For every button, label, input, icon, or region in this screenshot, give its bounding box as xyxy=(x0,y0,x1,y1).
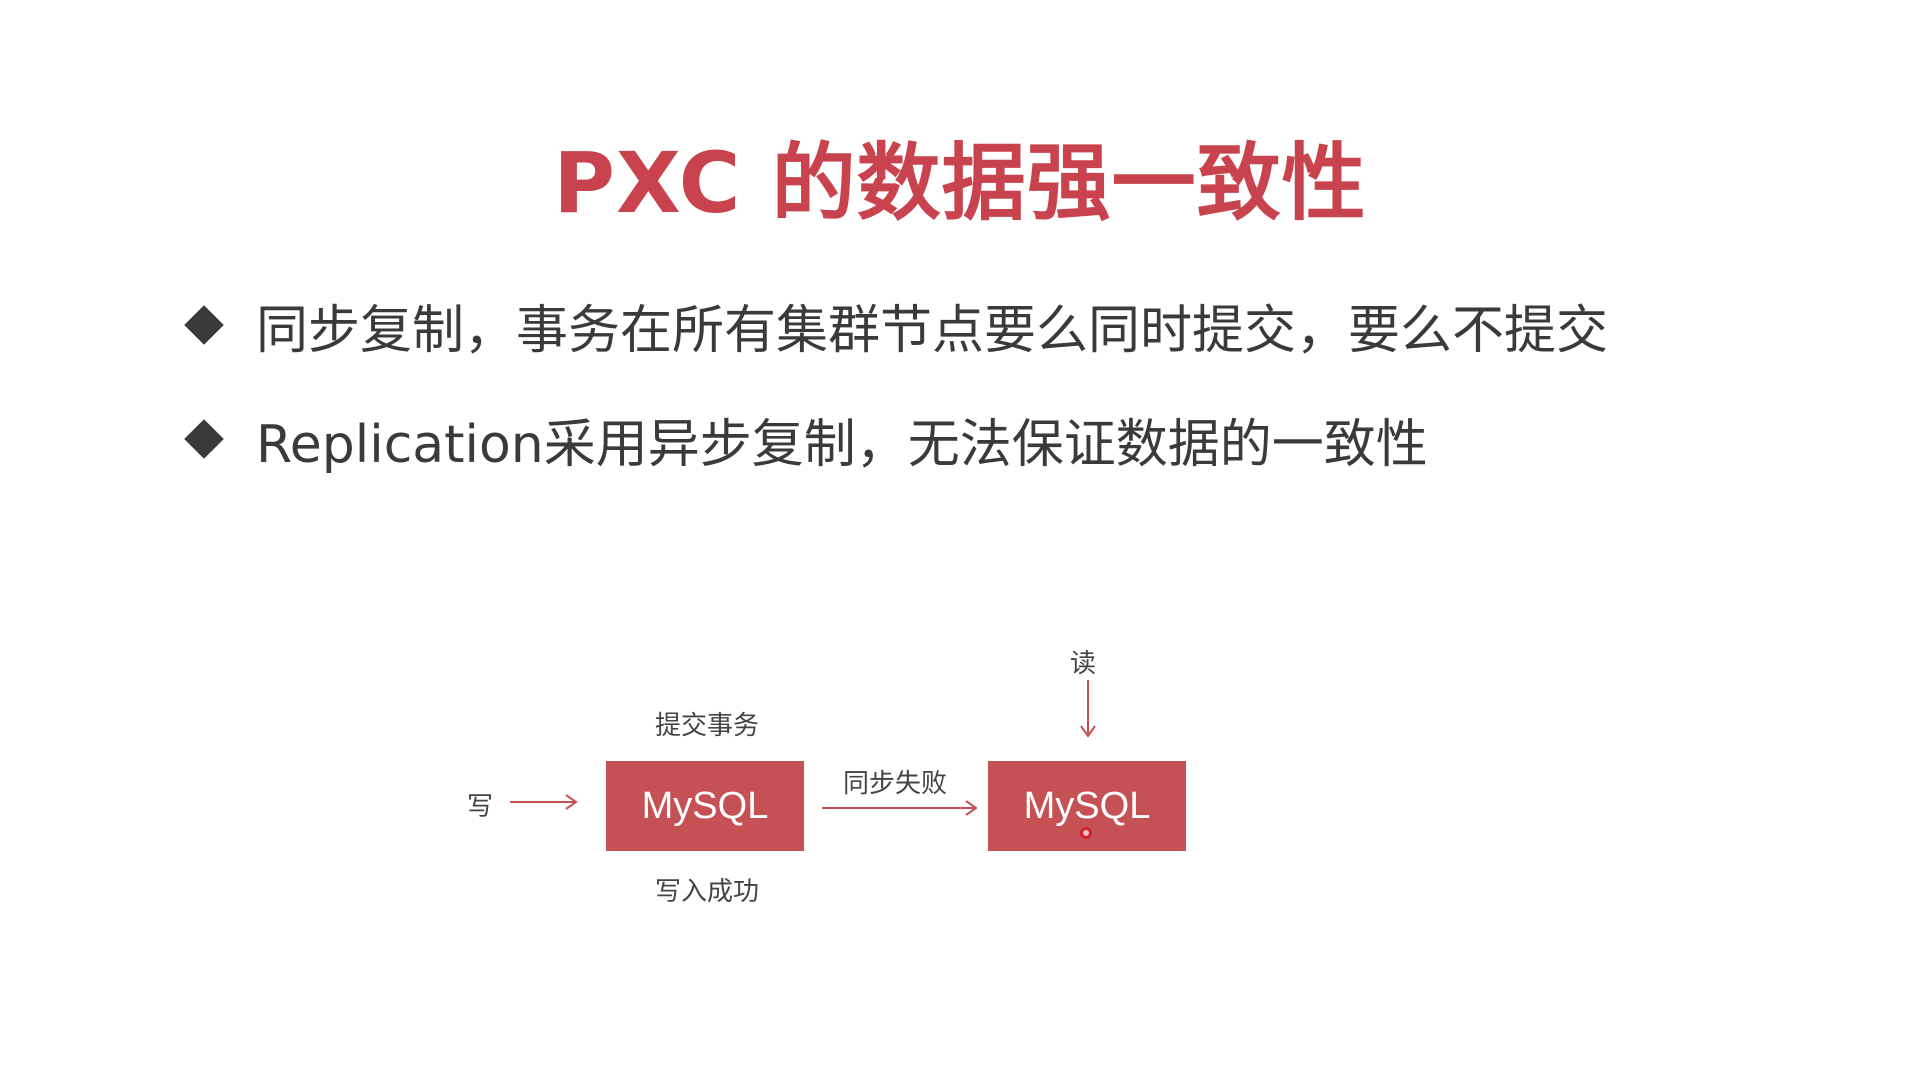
write-arrow-icon xyxy=(510,794,578,810)
write-label: 写 xyxy=(467,792,494,822)
commit-label: 提交事务 xyxy=(655,711,760,741)
bullet-text: 同步复制，事务在所有集群节点要么同时提交，要么不提交 xyxy=(256,300,1609,361)
read-label: 读 xyxy=(1070,649,1097,679)
sync-fail-label: 同步失败 xyxy=(843,769,948,799)
write-success-label: 写入成功 xyxy=(655,877,760,907)
diamond-bullet-icon xyxy=(184,419,224,459)
mysql-node-primary: MySQL xyxy=(606,761,804,851)
mysql-node-replica: MySQL xyxy=(988,761,1186,851)
page-title: PXC 的数据强一致性 xyxy=(553,134,1367,232)
sync-arrow-icon xyxy=(822,800,978,816)
bullet-list: 同步复制，事务在所有集群节点要么同时提交，要么不提交 Replication采用… xyxy=(180,290,1880,518)
list-item: 同步复制，事务在所有集群节点要么同时提交，要么不提交 xyxy=(180,290,1880,361)
bullet-text: Replication采用异步复制，无法保证数据的一致性 xyxy=(256,414,1428,475)
read-arrow-icon xyxy=(1080,680,1096,738)
cursor-pointer-icon xyxy=(1080,827,1092,839)
list-item: Replication采用异步复制，无法保证数据的一致性 xyxy=(180,404,1880,475)
diamond-bullet-icon xyxy=(184,305,224,345)
